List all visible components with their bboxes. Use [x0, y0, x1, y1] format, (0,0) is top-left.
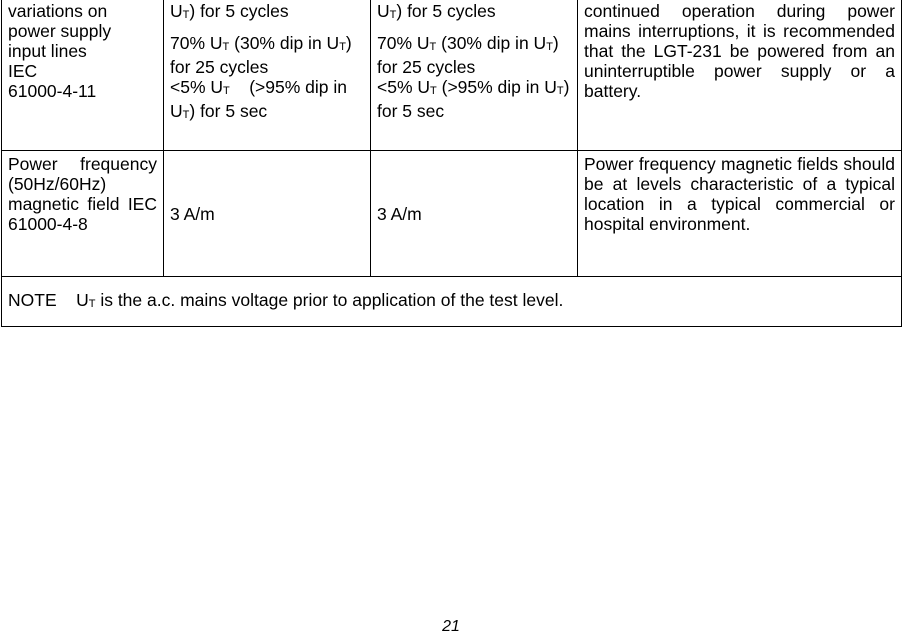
note-text: is the a.c. mains voltage prior to appli…	[95, 290, 564, 310]
compliance-line: UT) for 5 cycles	[377, 1, 496, 21]
cell-compliance-level: UT) for 5 cycles 70% UT (30% dip in UT) …	[370, 0, 578, 151]
compliance-line: 70% UT (30% dip in UT) for 25 cycles	[377, 33, 559, 77]
cell-phenomenon: variations on power supply input lines I…	[1, 0, 164, 151]
test-level-line: <5% UT (>95% dip in UT) for 5 sec	[170, 77, 352, 121]
text-line: input lines	[8, 41, 87, 61]
emc-immunity-table: variations on power supply input lines I…	[1, 0, 902, 327]
test-level-line: 70% UT (30% dip in UT) for 25 cycles	[170, 33, 352, 77]
compliance-line: <5% UT (>95% dip in UT) for 5 sec	[377, 77, 570, 121]
note-label: NOTE	[8, 290, 57, 310]
cell-compliance-level: 3 A/m	[370, 150, 578, 277]
cell-test-level: UT) for 5 cycles 70% UT (30% dip in UT) …	[163, 0, 371, 151]
table-row-magnetic-field: Power frequency (50Hz/60Hz) magnetic fie…	[1, 150, 902, 277]
text-line: variations on	[8, 1, 108, 21]
cell-guidance: continued operation during power mains i…	[577, 0, 902, 151]
page-number: 21	[442, 618, 460, 635]
cell-guidance: Power frequency magnetic fields should b…	[577, 150, 902, 277]
cell-test-level: 3 A/m	[163, 150, 371, 277]
note-subscript: T	[88, 298, 96, 310]
table-row-voltage-dips: variations on power supply input lines I…	[1, 0, 902, 151]
text-line: power supply	[8, 21, 112, 41]
note-symbol: U	[76, 290, 89, 310]
cell-note: NOTE UT is the a.c. mains voltage prior …	[1, 276, 902, 327]
table-row-note: NOTE UT is the a.c. mains voltage prior …	[1, 276, 902, 327]
text-line: IEC	[8, 61, 38, 81]
cell-phenomenon: Power frequency (50Hz/60Hz) magnetic fie…	[1, 150, 164, 277]
text-line: 61000-4-11	[8, 81, 97, 101]
test-level-line: UT) for 5 cycles	[170, 1, 289, 21]
